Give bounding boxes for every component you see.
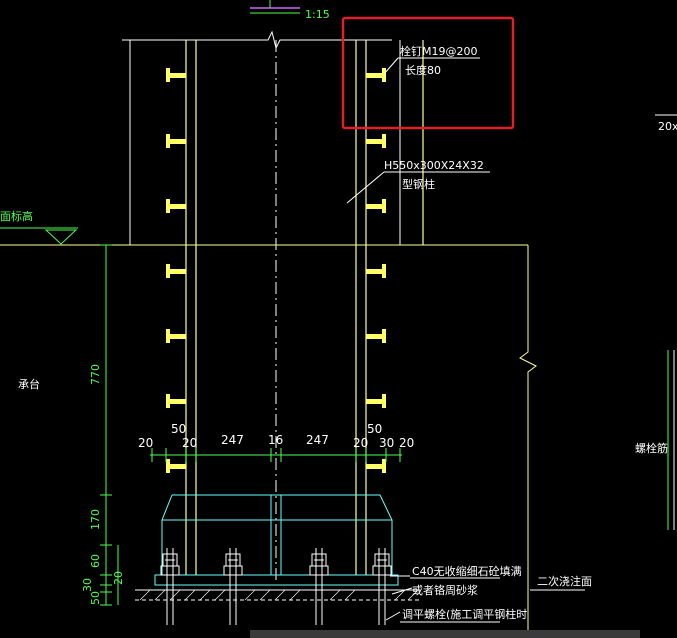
dim-h-50a: 50 (171, 422, 186, 436)
anchor-bolts (160, 548, 392, 625)
dim-v-170: 170 (89, 509, 102, 530)
scale-label: 1:15 (305, 8, 330, 21)
leveling-note: 调平螺栓(施工调平钢柱时 (402, 607, 527, 621)
stud-note: 栓钉M19@200 长度80 (383, 44, 480, 77)
dim-h-20b: 20 (182, 436, 197, 450)
right-side-element: 螺栓筋 (635, 350, 675, 530)
dim-h-16: 16 (268, 433, 283, 447)
base-plate (135, 574, 420, 601)
steel-column-label: 型钢柱 (402, 177, 435, 191)
studs-left (166, 68, 186, 473)
horizontal-dimension-labels: 20 50 20 247 16 247 20 50 30 20 (138, 422, 414, 450)
dim-h-20c: 20 (353, 436, 368, 450)
dim-h-30: 30 (379, 436, 394, 450)
steel-section-note: H550x300X24X32 型钢柱 (346, 159, 490, 204)
vertical-dimensions (100, 244, 119, 606)
horizontal-dimensions (150, 448, 402, 462)
right-side-label: 螺栓筋 (635, 441, 668, 455)
ground-level-marker: 面标高 (0, 209, 78, 245)
cap-right-edge (519, 245, 537, 638)
dim-v-30: 30 (81, 578, 94, 592)
studs-right (366, 68, 386, 473)
right-edge-label: 20x (658, 120, 677, 133)
anchor-bolt-2 (223, 548, 243, 625)
anchor-bolt-3 (309, 548, 329, 625)
scale-marker: 1:15 (250, 0, 330, 21)
steel-flanges (185, 40, 424, 575)
base-notes: C40无收缩细石砼填满 或者铬周砂浆 调平螺栓(施工调平钢柱时 二次浇注面 (385, 564, 592, 623)
stud-note-line2: 长度80 (405, 63, 441, 77)
dim-h-247a: 247 (221, 433, 244, 447)
base-stiffener (161, 494, 393, 575)
dim-v-20: 20 (112, 571, 125, 585)
stud-note-line1: 栓钉M19@200 (400, 44, 477, 58)
dim-v-50: 50 (89, 591, 102, 605)
bottom-toolbar-strip[interactable] (250, 630, 640, 638)
dim-v-770: 770 (89, 364, 102, 385)
dim-h-247b: 247 (306, 433, 329, 447)
dim-v-60: 60 (89, 554, 102, 568)
steel-section-label: H550x300X24X32 (384, 159, 484, 172)
anchor-bolt-1 (160, 548, 180, 625)
anchor-bolt-4 (372, 548, 392, 625)
secondary-pour-label: 二次浇注面 (537, 574, 592, 588)
highlight-box[interactable] (341, 16, 515, 130)
vertical-dimension-labels: 770 170 60 30 20 50 (81, 364, 125, 605)
cap-label: 承台 (18, 377, 40, 391)
grout-hatch (139, 589, 419, 601)
ground-label: 面标高 (0, 209, 33, 223)
column-outline (122, 30, 401, 245)
grout-note-line1: C40无收缩细石砼填满 (412, 564, 522, 578)
grout-note-line2: 或者铬周砂浆 (412, 583, 478, 597)
dim-h-20a: 20 (138, 436, 153, 450)
dim-h-20d: 20 (399, 436, 414, 450)
dim-h-50b: 50 (367, 422, 382, 436)
